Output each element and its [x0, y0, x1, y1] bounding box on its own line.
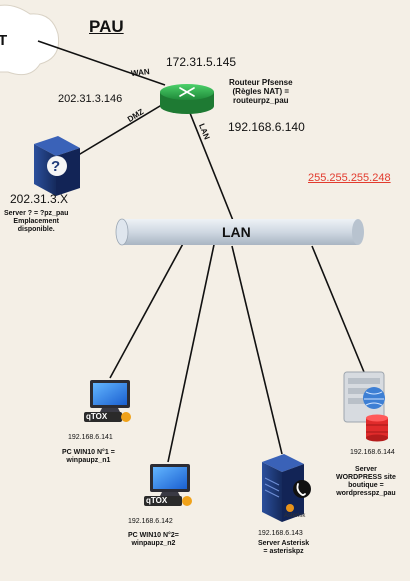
router-label: Routeur Pfsense (Règles NAT) = routeurpz… — [229, 78, 293, 106]
wordpress-link — [311, 245, 365, 373]
lan-bus — [115, 218, 364, 246]
asterisk-server-icon — [262, 454, 311, 522]
dmz-server-label: Server ? = ?pz_pau Emplacement disponibl… — [4, 210, 68, 234]
site-title: PAU — [89, 17, 124, 36]
wordpress-label-line: wordpresspz_pau — [336, 490, 396, 498]
wordpress-server-icon — [343, 371, 388, 442]
pc2-label-line: winpaupz_n2 — [131, 540, 176, 548]
dmz-server-question-icon: ? — [51, 158, 61, 175]
wordpress-label: Server WORDPRESS site boutique = wordpre… — [336, 466, 396, 498]
pc2-label-line: PC WIN10 N°2= — [128, 532, 179, 539]
asterisk-label: Server Asterisk = asteriskpz — [258, 540, 309, 556]
internet-cloud-icon — [0, 4, 60, 76]
dmz-server-label-line: Server ? = ?pz_pau — [4, 210, 69, 217]
dmz-server-label-line: Emplacement — [13, 218, 59, 226]
wordpress-label-line: WORDPRESS site — [336, 474, 396, 482]
dmz-server-ip: 202.31.3.X — [10, 192, 69, 206]
pc1-label-line: PC WIN10 N°1 = — [62, 449, 115, 456]
router-dmz-ip: 202.31.3.146 — [58, 93, 123, 105]
router-label-line: routeurpz_pau — [233, 96, 289, 106]
dmz-server-icon — [34, 136, 80, 196]
dmz-link — [69, 99, 171, 161]
wan-link-label: WAN — [130, 67, 151, 78]
asterisk-label-line: = asteriskpz — [263, 548, 304, 556]
pc1-link — [109, 239, 186, 379]
pc2-badge: qTOX — [146, 496, 168, 505]
lan-bus-label: LAN — [222, 224, 251, 240]
wan-link — [37, 40, 166, 86]
dmz-server-label-line: disponible. — [17, 226, 55, 234]
router-label-line: Routeur Pfsense — [229, 78, 293, 87]
asterisk-ip: 192.168.6.143 — [258, 530, 303, 537]
router-label-line: (Règles NAT) = — [232, 87, 290, 97]
wordpress-label-line: boutique = — [348, 482, 384, 490]
pc2-icon — [144, 464, 192, 506]
netmask-label: 255.255.255.248 — [308, 172, 391, 184]
pc1-label-line: winpaupz_n1 — [66, 457, 111, 465]
pc1-badge: qTOX — [86, 412, 108, 421]
pc1-ip: 192.168.6.141 — [68, 434, 113, 441]
asterisk-link — [231, 245, 283, 455]
connection-lines — [37, 40, 365, 463]
pc1-icon — [84, 380, 131, 422]
cloud-label: T — [0, 32, 8, 49]
wordpress-ip: 192.168.6.144 — [350, 449, 395, 456]
pc1-label: PC WIN10 N°1 = winpaupz_n1 — [62, 449, 115, 465]
lan-link — [187, 107, 237, 229]
router-wan-ip: 172.31.5.145 — [166, 55, 237, 69]
router-lan-ip: 192.168.6.140 — [228, 120, 305, 134]
pc2-label: PC WIN10 N°2= winpaupz_n2 — [128, 532, 179, 548]
pc2-link — [167, 239, 216, 463]
asterisk-brand: Asterisk — [284, 513, 306, 519]
pc2-ip: 192.168.6.142 — [128, 518, 173, 525]
asterisk-label-line: Server Asterisk — [258, 540, 310, 547]
wordpress-label-line: Server — [355, 466, 377, 473]
router-icon — [160, 84, 214, 114]
